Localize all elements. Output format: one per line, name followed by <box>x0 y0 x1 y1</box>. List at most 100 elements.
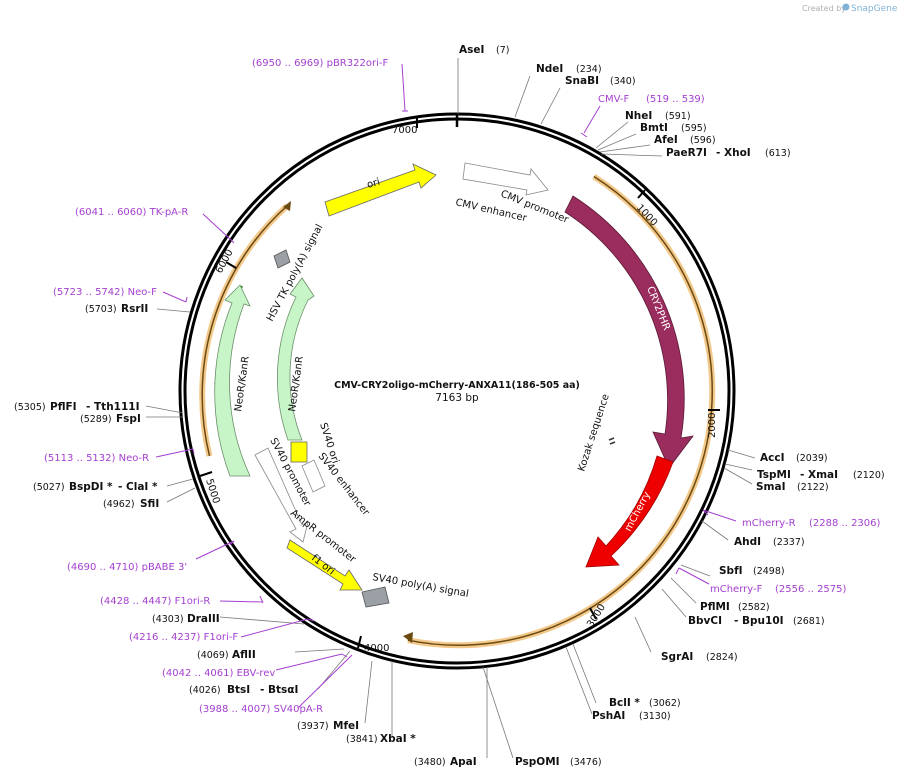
enzyme-pshai-position: (3130) <box>639 711 671 722</box>
enzyme-tth111i[interactable]: - Tth111I <box>86 401 140 413</box>
feature-sv40-polya-box <box>361 586 390 608</box>
enzyme-xhoi[interactable]: - XhoI <box>716 147 751 159</box>
primer-cmv-f-range: (519 .. 539) <box>646 94 705 105</box>
primer-leader-lines <box>155 63 737 709</box>
snapgene-logo-icon <box>842 3 850 11</box>
enzyme-pflmi-position: (2582) <box>738 602 770 613</box>
enzyme-afei-position: (596) <box>690 135 716 146</box>
feature-sv40-ori-box <box>290 441 308 463</box>
primer-mcherry-f-range: (2556 .. 2575) <box>775 584 847 595</box>
enzyme-asei-position: (7) <box>496 45 509 56</box>
enzyme-ahdi[interactable]: AhdI <box>734 536 761 548</box>
enzyme-btsi[interactable]: BtsI <box>227 684 250 696</box>
enzyme-btsalphai[interactable]: - BtsαI <box>260 684 298 696</box>
enzyme-apai-position: (3480) <box>414 757 446 768</box>
enzyme-smai[interactable]: SmaI <box>756 481 786 493</box>
tick-1000-mark <box>637 189 646 199</box>
enzyme-bcli-position: (3062) <box>649 698 681 709</box>
enzyme-smai-position: (2122) <box>797 482 829 493</box>
enzyme-aflii[interactable]: AflII <box>232 649 256 661</box>
enzyme-fspi-position: (5289) <box>80 414 112 425</box>
enzyme-bbvci[interactable]: BbvCI <box>688 615 722 627</box>
enzyme-tspmi-position: (2120) <box>853 470 885 481</box>
enzyme-clai[interactable]: - ClaI * <box>118 481 158 493</box>
primer-pbr322ori-f[interactable]: (6950 .. 6969) pBR322ori-F <box>252 58 388 69</box>
primer-mcherry-r-range: (2288 .. 2306) <box>809 518 881 529</box>
primer-f1ori-r[interactable]: (4428 .. 4447) F1ori-R <box>100 596 210 607</box>
enzyme-paer7i[interactable]: PaeR7I <box>666 147 707 159</box>
enzyme-pspomi[interactable]: PspOMI <box>515 756 560 768</box>
enzyme-bmti[interactable]: BmtI <box>640 122 668 134</box>
enzyme-asei[interactable]: AseI <box>459 44 484 56</box>
feature-ori-label: ori <box>366 177 382 191</box>
overlay-track-large-arrowhead <box>403 632 413 643</box>
enzyme-xmai[interactable]: - XmaI <box>800 469 838 481</box>
enzyme-snabi-position: (340) <box>610 76 636 87</box>
primer-f1ori-f[interactable]: (4216 .. 4237) F1ori-F <box>129 632 238 643</box>
tick-4000-mark <box>357 635 362 649</box>
enzyme-tspmi[interactable]: TspMI <box>757 469 791 481</box>
enzyme-acci[interactable]: AccI <box>760 452 784 464</box>
tick-2000: 2000 <box>707 413 718 438</box>
enzyme-rsrii[interactable]: RsrII <box>121 303 148 315</box>
enzyme-sfii[interactable]: SfiI <box>140 498 159 510</box>
enzyme-paer7i-position: (613) <box>765 148 791 159</box>
enzyme-draiii[interactable]: DraIII <box>187 613 220 625</box>
enzyme-ndei[interactable]: NdeI <box>536 63 563 75</box>
enzyme-afei[interactable]: AfeI <box>654 134 678 146</box>
enzyme-leader-lines <box>145 58 756 759</box>
enzyme-snabi[interactable]: SnaBI <box>565 75 599 87</box>
overlay-track-left-arrowhead <box>283 201 291 211</box>
enzyme-pflfi[interactable]: PflFI <box>50 401 77 413</box>
enzyme-sbfi-position: (2498) <box>753 566 785 577</box>
enzyme-bpu10i[interactable]: - Bpu10I <box>734 615 784 627</box>
tick-5000-mark <box>199 471 213 477</box>
primer-sv40pa-r[interactable]: (3988 .. 4007) SV40pA-R <box>199 704 323 715</box>
feature-neokanr-outer-label: NeoR/KanR <box>233 356 252 413</box>
feature-hsv-tk-polya-box <box>273 249 291 269</box>
primer-neo-r[interactable]: (5113 .. 5132) Neo-R <box>44 453 149 464</box>
kozak-tick-b <box>609 441 616 445</box>
enzyme-pflmi[interactable]: PflMI <box>700 601 730 613</box>
plasmid-name: CMV-CRY2oligo-mCherry-ANXA11(186-505 aa) <box>334 380 580 391</box>
enzyme-apai[interactable]: ApaI <box>450 756 477 768</box>
enzyme-fspi[interactable]: FspI <box>116 413 141 425</box>
enzyme-aflii-position: (4069) <box>197 650 229 661</box>
feature-neokanr-outer-arrow <box>214 284 251 477</box>
enzyme-xbai[interactable]: XbaI * <box>380 733 416 745</box>
tick-6000-mark <box>225 261 237 269</box>
primer-pbabe-3[interactable]: (4690 .. 4710) pBABE 3' <box>67 562 187 573</box>
enzyme-bmti-position: (595) <box>681 123 707 134</box>
enzyme-bcli[interactable]: BclI * <box>609 697 640 709</box>
enzyme-bspdi[interactable]: BspDI * <box>69 481 113 493</box>
enzyme-ahdi-position: (2337) <box>773 537 805 548</box>
enzyme-nhei-position: (591) <box>665 111 691 122</box>
primer-mcherry-f[interactable]: mCherry-F <box>710 584 763 595</box>
tick-3000-mark <box>589 607 597 620</box>
enzyme-acci-position: (2039) <box>796 453 828 464</box>
primer-tk-pa-r[interactable]: (6041 .. 6060) TK-pA-R <box>75 207 188 218</box>
enzyme-sgrai-position: (2824) <box>706 652 738 663</box>
enzyme-xbai-position: (3841) <box>346 734 378 745</box>
enzyme-mfei[interactable]: MfeI <box>333 720 359 732</box>
primer-neo-f[interactable]: (5723 .. 5742) Neo-F <box>53 287 157 298</box>
feature-cry2phr-arrow <box>564 195 694 469</box>
enzyme-sgrai[interactable]: SgrAI <box>661 651 693 663</box>
enzyme-ndei-position: (234) <box>576 64 602 75</box>
tick-5000: 5000 <box>203 478 221 506</box>
tick-4000: 4000 <box>364 643 389 654</box>
primer-cmv-f[interactable]: CMV-F <box>598 94 629 105</box>
enzyme-pshai[interactable]: PshAI <box>592 710 625 722</box>
enzyme-nhei[interactable]: NheI <box>625 110 652 122</box>
primer-mcherry-r[interactable]: mCherry-R <box>742 518 796 529</box>
primer-ebv-rev[interactable]: (4042 .. 4061) EBV-rev <box>162 668 275 679</box>
enzyme-rsrii-position: (5703) <box>85 304 117 315</box>
plasmid-length: 7163 bp <box>435 392 479 404</box>
feature-sv40-enhancer-arrow <box>301 459 326 493</box>
enzyme-sfii-position: (4962) <box>103 499 135 510</box>
feature-ori-arrow <box>324 163 437 217</box>
enzyme-sbfi[interactable]: SbfI <box>719 565 743 577</box>
enzyme-pspomi-position: (3476) <box>570 757 602 768</box>
